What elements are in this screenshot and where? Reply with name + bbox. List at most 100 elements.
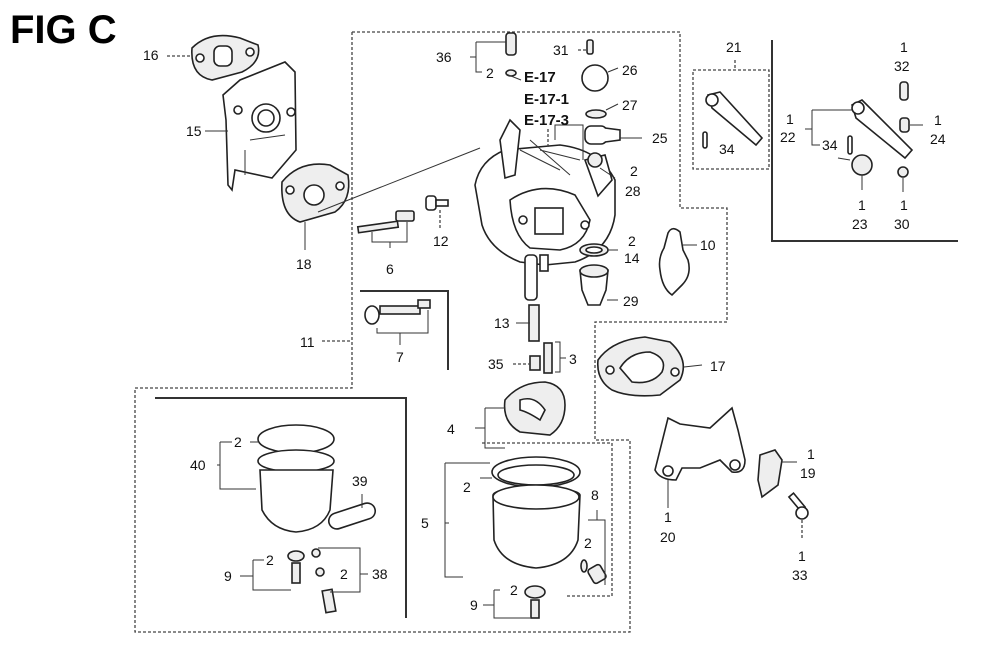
- part-32: [899, 81, 909, 101]
- part-8: [580, 510, 607, 585]
- border-lever-box: [692, 69, 770, 170]
- callout-14: 14: [624, 250, 640, 266]
- part-washer-28: [587, 152, 616, 179]
- callout-8: 8: [591, 487, 599, 503]
- part-30: [897, 166, 909, 192]
- figure-title: FIG C: [10, 8, 117, 52]
- callout-6: 6: [386, 261, 394, 277]
- part-29: [579, 264, 618, 306]
- callout-16: 16: [143, 47, 159, 63]
- callout-23-qty: 1: [858, 197, 866, 213]
- callout-34b: 34: [822, 137, 838, 153]
- part-bracket-20: [654, 406, 746, 508]
- part-gasket-10: [658, 227, 697, 297]
- part-oring-14: [579, 243, 618, 257]
- group-borders: [134, 31, 958, 633]
- callout-26: 26: [622, 62, 638, 78]
- callout-36: 36: [436, 49, 452, 65]
- part-gasket-18: [281, 147, 481, 223]
- callout-12: 12: [433, 233, 449, 249]
- part-38: [311, 547, 368, 614]
- callout-5-qty: 2: [463, 479, 471, 495]
- part-screw-6: [356, 210, 415, 248]
- part-9-left: [240, 550, 305, 591]
- callout-32: 32: [894, 58, 910, 74]
- part-24: [899, 117, 923, 133]
- reference-label[interactable]: E-17-1: [524, 91, 570, 108]
- callout-9b-qty: 2: [510, 582, 518, 598]
- border-jet-box: [360, 290, 449, 370]
- callout-10: 10: [700, 237, 716, 253]
- callout-39: 39: [352, 473, 368, 489]
- callout-24: 24: [930, 131, 946, 147]
- callout-22: 22: [780, 129, 796, 145]
- callout-31: 31: [553, 42, 569, 58]
- callout-20-qty: 1: [664, 509, 672, 525]
- callout-23: 23: [852, 216, 868, 232]
- callout-20: 20: [660, 529, 676, 545]
- callout-21: 21: [726, 39, 742, 55]
- part-screw-33: [787, 492, 809, 540]
- callout-11: 11: [300, 334, 315, 350]
- callout-40-qty: 2: [234, 434, 242, 450]
- part-lever-22: [805, 99, 914, 160]
- part-washer-27: [585, 103, 619, 119]
- callout-30-qty: 1: [900, 197, 908, 213]
- callout-38: 38: [372, 566, 388, 582]
- reference-label[interactable]: E-17: [524, 69, 556, 86]
- callout-28: 28: [625, 183, 641, 199]
- part-bowl-5: [444, 456, 581, 578]
- part-carburetor-body: [474, 118, 616, 301]
- border-right-frame: [771, 40, 958, 242]
- part-35: [513, 355, 541, 371]
- part-insulator-15: [222, 61, 297, 192]
- reference-label[interactable]: E-17-3: [524, 112, 570, 129]
- callout-18: 18: [296, 256, 312, 272]
- callout-36-qty: 2: [486, 65, 494, 81]
- callout-17: 17: [710, 358, 726, 374]
- part-spring-23: [837, 154, 873, 190]
- callout-9a-qty: 2: [266, 552, 274, 568]
- part-valve-25: [584, 125, 642, 145]
- callout-19-qty: 1: [807, 446, 815, 462]
- border-main-top: [352, 31, 728, 390]
- callout-9b: 9: [470, 597, 478, 613]
- part-bowl-40: [217, 424, 335, 533]
- callout-33-qty: 1: [798, 548, 806, 564]
- border-main-left: [134, 32, 631, 633]
- callout-22-qty: 1: [786, 111, 794, 127]
- part-3: [543, 341, 566, 374]
- callout-5: 5: [421, 515, 429, 531]
- part-jet-7: [364, 299, 431, 345]
- callout-25: 25: [652, 130, 668, 146]
- callout-27: 27: [622, 97, 638, 113]
- part-needle-13: [516, 304, 540, 342]
- part-screw-12: [425, 195, 449, 228]
- callout-8-qty: 2: [584, 535, 592, 551]
- part-gasket-17: [596, 336, 703, 397]
- leader-lines: [167, 49, 587, 250]
- callout-4: 4: [447, 421, 455, 437]
- callout-24-qty: 1: [934, 112, 942, 128]
- part-gasket-16: [191, 34, 260, 81]
- callout-9a: 9: [224, 568, 232, 584]
- callout-13: 13: [494, 315, 510, 331]
- callout-38-qty: 2: [340, 566, 348, 582]
- part-screw-36: [470, 32, 517, 77]
- part-cap-26: [581, 64, 619, 92]
- callout-40: 40: [190, 457, 206, 473]
- part-tube-39: [327, 494, 377, 530]
- callout-33: 33: [792, 567, 808, 583]
- callout-3: 3: [569, 351, 577, 367]
- border-float-box: [482, 442, 613, 597]
- callout-34a: 34: [719, 141, 735, 157]
- callout-28-qty: 2: [630, 163, 638, 179]
- callout-30: 30: [894, 216, 910, 232]
- callout-32-qty: 1: [900, 39, 908, 55]
- callout-15: 15: [186, 123, 202, 139]
- part-lever-21: [702, 60, 764, 149]
- border-bowl-box: [155, 397, 407, 618]
- part-screw-31: [586, 39, 594, 55]
